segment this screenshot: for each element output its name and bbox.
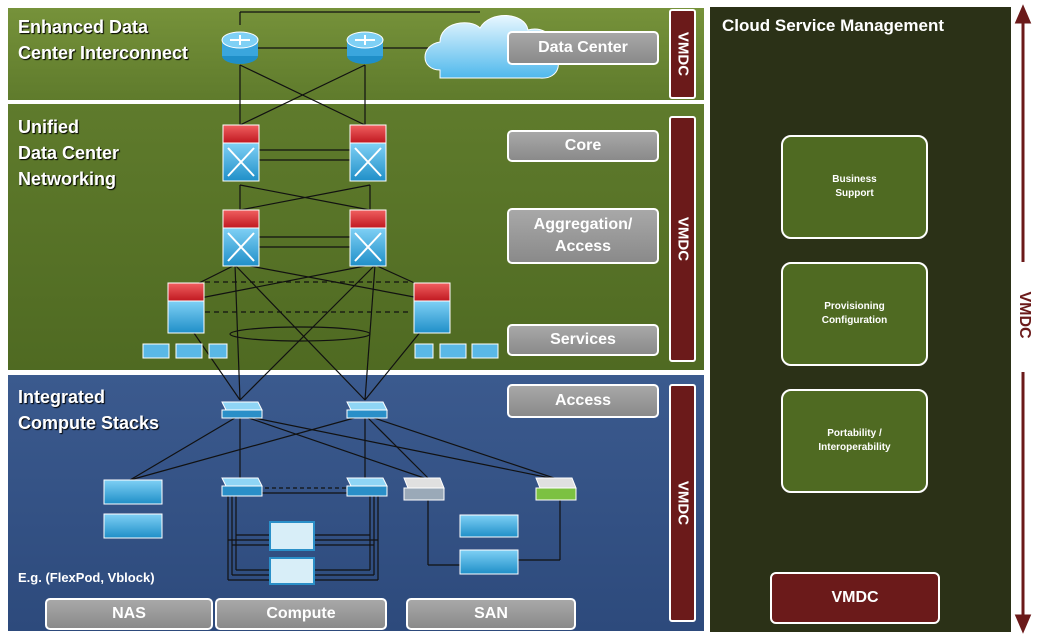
blade-chassis-icon: [269, 521, 315, 585]
vmdc-scope-arrow: [1014, 4, 1032, 634]
vmdc-box: VMDC: [770, 572, 940, 624]
aggregation-links: [184, 264, 431, 401]
access-switch-icon: [221, 401, 263, 419]
compute-stacks-band-title: Integrated Compute Stacks: [18, 387, 160, 433]
compute-links: [129, 414, 561, 581]
services-label: Services: [507, 324, 659, 356]
router-icon: [221, 31, 259, 64]
compute-label: Compute: [215, 598, 387, 630]
core-links: [239, 149, 371, 248]
services-appliance-icon: [142, 282, 228, 359]
aggregation-switch-icon: [349, 209, 387, 267]
cloud-service-management-title: Cloud Service Management: [722, 16, 945, 35]
access-label: Access: [507, 384, 659, 418]
portability-interoperability-box: Portability / Interoperability: [781, 389, 928, 493]
aggregation-switch-icon: [222, 209, 260, 267]
services-appliance-icon: [413, 282, 499, 359]
fabric-interconnect-icon: [221, 477, 263, 497]
core-label: Core: [507, 130, 659, 162]
router-icon: [346, 31, 384, 64]
vmdc-scope-label: VMDC: [1016, 291, 1033, 339]
data-center-label: Data Center: [507, 31, 659, 65]
port-channel-ellipse: [229, 326, 371, 342]
example-platforms-text: E.g. (FlexPod, Vblock): [18, 570, 155, 585]
core-switch-icon: [222, 124, 260, 182]
san-switch-icon: [403, 477, 445, 501]
aggregation-access-label: Aggregation/ Access: [507, 208, 659, 264]
access-switch-icon: [346, 401, 388, 419]
core-switch-icon: [349, 124, 387, 182]
interconnect-band-title: Enhanced Data Center Interconnect: [18, 17, 189, 63]
san-label: SAN: [406, 598, 576, 630]
nas-label: NAS: [45, 598, 213, 630]
san-switch-icon: [535, 477, 577, 501]
san-storage-icon: [459, 514, 519, 575]
vmdc-bar-networking: VMDC: [669, 116, 696, 362]
nas-storage-icon: [103, 479, 163, 539]
vmdc-bar-interconnect: VMDC: [669, 9, 696, 99]
vmdc-bar-compute: VMDC: [669, 384, 696, 622]
business-support-box: Business Support: [781, 135, 928, 239]
services-dashed-links: [205, 281, 412, 313]
interconnect-links: [239, 11, 480, 126]
fabric-interconnect-icon: [346, 477, 388, 497]
networking-band-title: Unified Data Center Networking: [18, 117, 120, 189]
provisioning-configuration-box: Provisioning Configuration: [781, 262, 928, 366]
